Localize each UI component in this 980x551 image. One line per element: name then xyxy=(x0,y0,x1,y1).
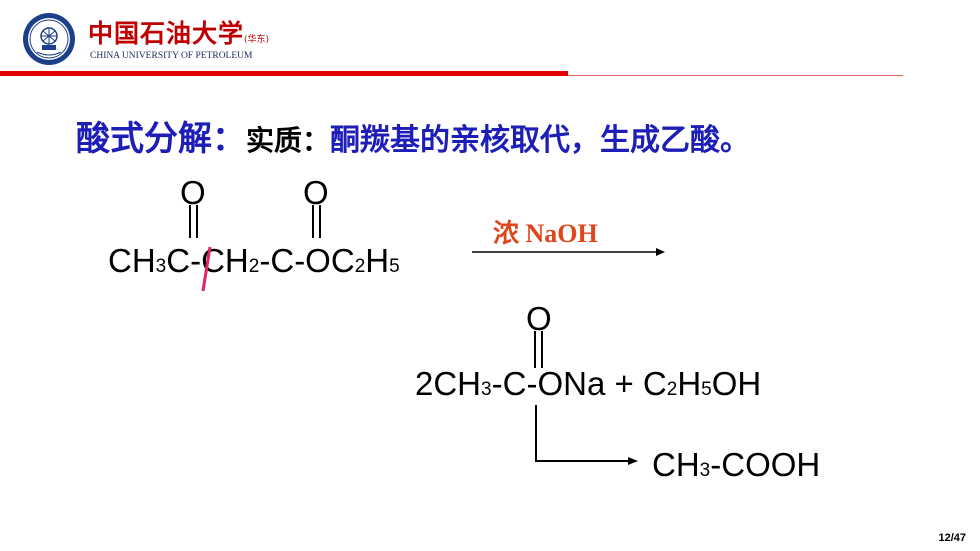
university-name-en: CHINA UNIVERSITY OF PETROLEUM xyxy=(90,51,253,61)
header-divider-thin xyxy=(568,75,903,76)
slide-heading: 酸式分解：实质：酮羰基的亲核取代，生成乙酸。 xyxy=(76,111,750,160)
conversion-arrow xyxy=(535,405,638,465)
university-seal-icon xyxy=(23,13,75,65)
header-divider-red xyxy=(0,71,568,76)
heading-description: 酮羰基的亲核取代，生成乙酸。 xyxy=(330,123,751,158)
reaction-arrow: 浓 NaOH xyxy=(472,219,665,256)
university-name-cn: 中国石油大学(华东) xyxy=(88,19,270,48)
reagent-label: 浓 NaOH xyxy=(493,219,598,248)
page-number: 12/47 xyxy=(938,532,966,544)
carbonyl-oxygen-3: O xyxy=(526,300,552,337)
reactant-text: CH3C-CH2-C-OC2H5 xyxy=(108,242,400,279)
product-formula: O 2CH3-C-ONa + C2H5OH xyxy=(415,300,761,402)
acetic-acid-text: CH3-COOH xyxy=(652,446,820,483)
cleavage-mark xyxy=(201,246,212,292)
heading-term: 酸式分解： xyxy=(76,119,246,159)
campus-label: (华东) xyxy=(244,35,270,45)
heading-label: 实质： xyxy=(246,124,331,157)
carbonyl-oxygen-1: O xyxy=(180,174,206,211)
carbonyl-oxygen-2: O xyxy=(303,174,329,211)
header: 中国石油大学(华东) CHINA UNIVERSITY OF PETROLEUM xyxy=(0,0,980,80)
reactant-formula: CH3C-CH2-C-OC2H5 O O xyxy=(108,174,400,292)
product-text: 2CH3-C-ONa + C2H5OH xyxy=(415,365,761,402)
